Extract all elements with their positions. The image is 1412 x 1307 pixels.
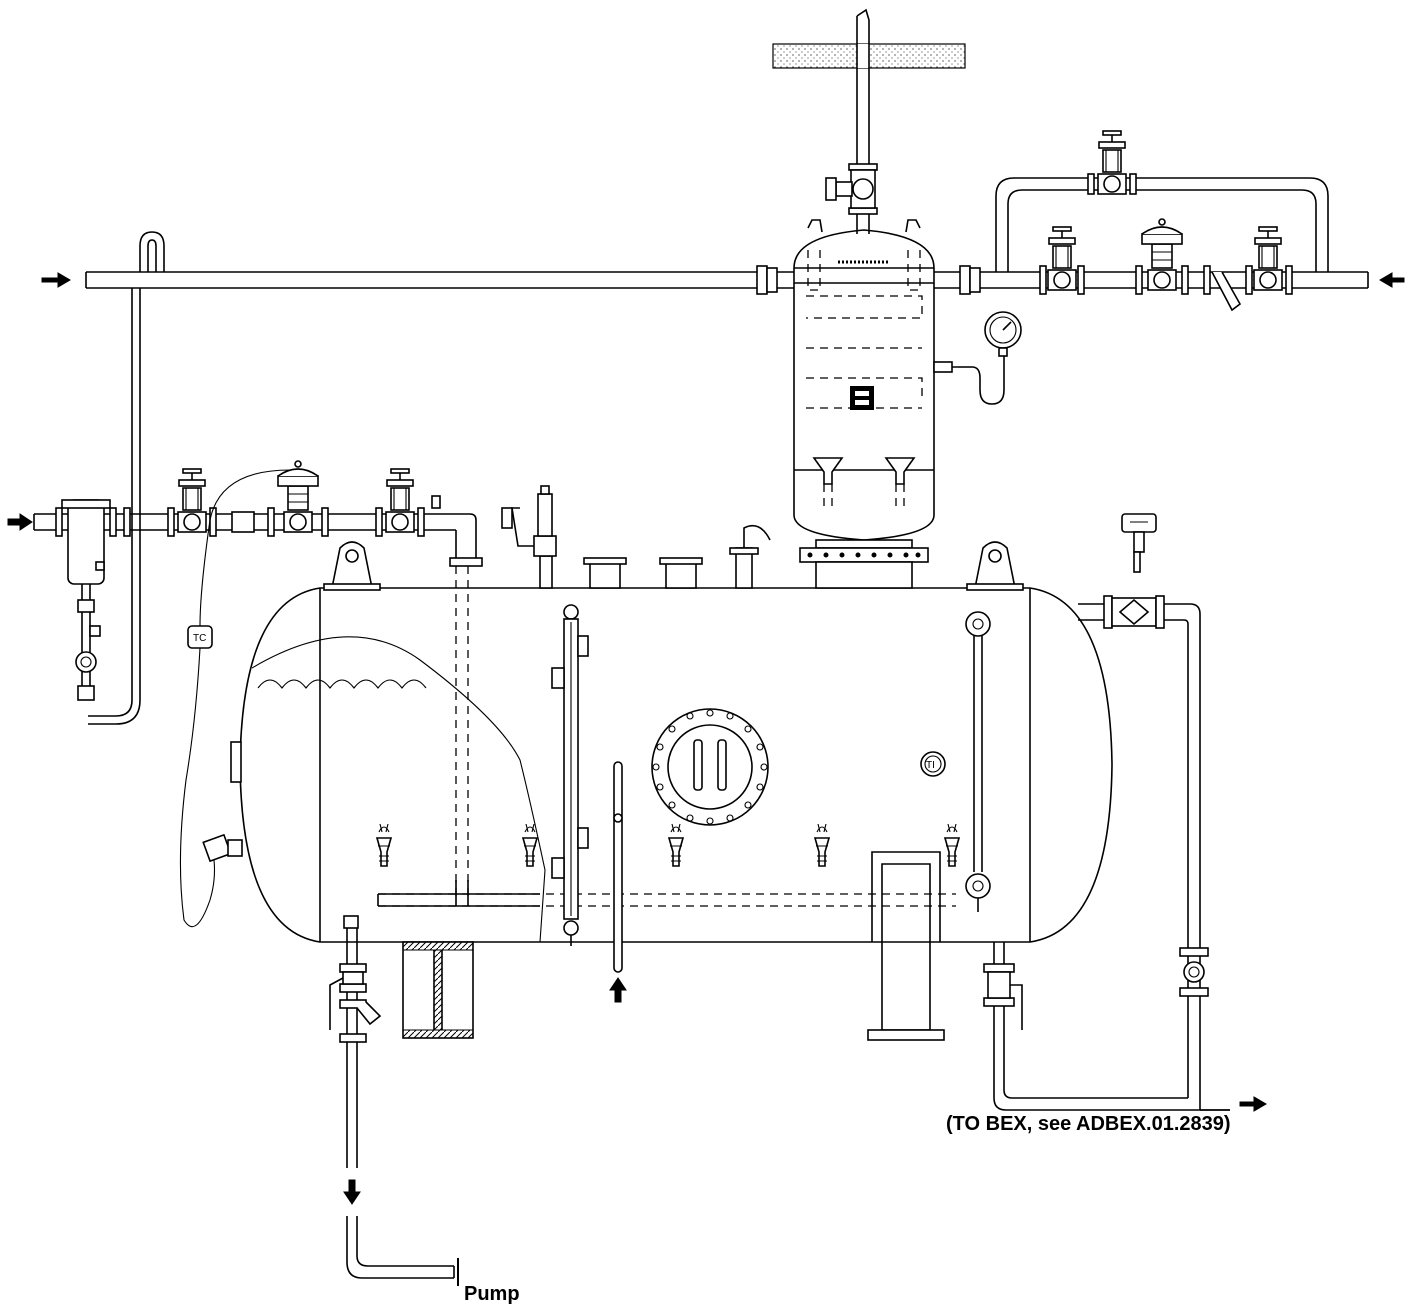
- tc-tag: TC: [193, 633, 206, 644]
- to-bex-label: (TO BEX, see ADBEX.01.2839): [946, 1113, 1231, 1135]
- temperature-controller: TC: [179, 469, 291, 928]
- steam-distributor: [376, 823, 960, 907]
- steam-header: [85, 231, 794, 725]
- flow-arrows: [7, 272, 1405, 1205]
- storage-tank: [230, 541, 1113, 943]
- tank-support-right: [867, 851, 945, 1041]
- pump-suction-line: [329, 915, 459, 1286]
- pump-label: Pump: [464, 1283, 520, 1305]
- manhole: [651, 708, 769, 826]
- steam-supply-line: [934, 130, 1369, 312]
- overflow-line: [1078, 513, 1209, 1110]
- vent-line: [772, 8, 966, 234]
- tank-top-nozzles: [501, 485, 771, 589]
- heating-steam-line: [33, 460, 483, 900]
- sight-glass: [965, 611, 991, 912]
- dip-pipe: [613, 761, 623, 973]
- deaerator-column: [793, 219, 1022, 589]
- drain-line: [983, 942, 1230, 1111]
- level-gauge: [551, 604, 589, 946]
- temperature-indicator: TI: [920, 751, 946, 777]
- tank-support-left: [402, 941, 474, 1039]
- ti-tag: TI: [926, 760, 935, 771]
